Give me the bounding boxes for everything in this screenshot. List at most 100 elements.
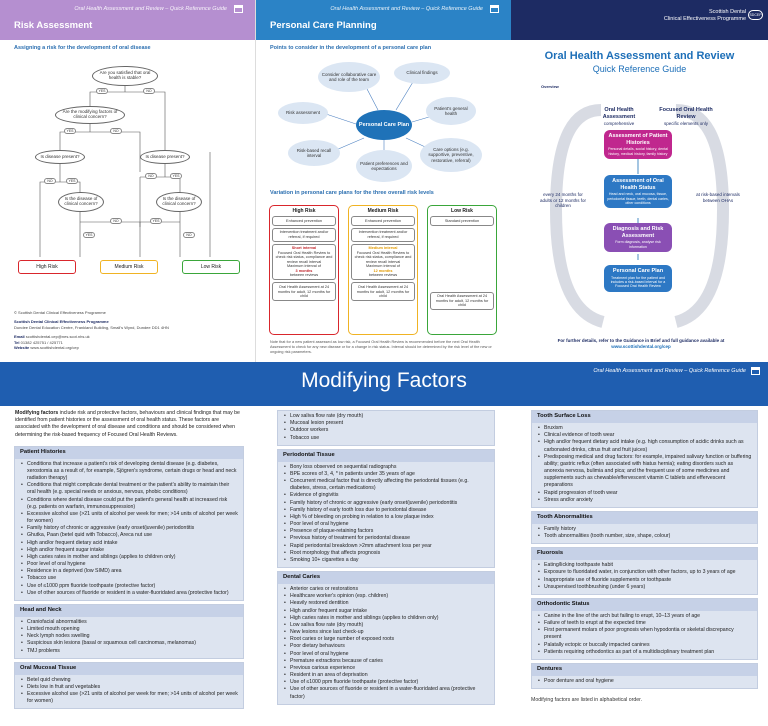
section-title: Patient Histories	[15, 446, 243, 459]
low-risk-column: Low Risk Standard prevention Oral Health…	[427, 205, 497, 335]
yes-label: YES	[64, 128, 76, 134]
factors-column-1: Modifying factors include risk and prote…	[14, 410, 244, 712]
section-head-and-neck: Head and NeckCraniofacial abnormalitiesL…	[14, 603, 244, 659]
factor-item: Clinical evidence of tooth wear	[537, 432, 752, 439]
home-icon[interactable]	[234, 5, 243, 13]
section-title: Orthodontic Status	[532, 598, 757, 611]
factor-item: High % of bleeding on probing in relatio…	[283, 514, 489, 521]
modifying-factors-title: Modifying Factors	[301, 369, 467, 392]
interval-max: Maximum interval of	[366, 264, 400, 269]
factor-item: Concurrent medical factor that is direct…	[283, 478, 489, 492]
email-link[interactable]: scottishdental.cep@nes.scot.nhs.uk	[25, 334, 90, 340]
factor-item: Healthcare worker's opinion (esp. childr…	[283, 593, 489, 600]
brand-name: Scottish Dental Clinical Effectiveness P…	[664, 9, 746, 23]
recall-box: Oral Health Assessment at 24 months for …	[351, 282, 415, 302]
yes-label: YES	[83, 232, 95, 238]
section-title: Periodontal Tissue	[278, 449, 494, 462]
factor-item: Use of ≤1000 ppm fluoride toothpaste (pr…	[20, 583, 238, 590]
factor-item: First permanent molars of poor prognosis…	[537, 627, 752, 641]
care-plan-diagram: Consider collaborative care and role of …	[256, 52, 511, 187]
oha-title: Oral Health Assessment	[602, 107, 636, 120]
web-link[interactable]: www.scottishdental.org/cep	[30, 344, 79, 350]
risk-assessment-panel: Oral Health Assessment and Review – Quic…	[0, 0, 255, 362]
interval-max-value: 12 months	[373, 268, 393, 273]
factor-item: Craniofacial abnormalities	[20, 619, 238, 626]
section-oral-mucosal-tissue: Oral Mucosal TissueBetel quid chewingDie…	[14, 661, 244, 710]
factor-item: High caries rates in mother and siblings…	[283, 615, 489, 622]
risk-flowchart: Are you satisfied that oral health is st…	[0, 62, 255, 292]
panel-title: Risk Assessment	[14, 20, 93, 31]
section-dental-caries: Dental CariesAnterior caries or restorat…	[277, 571, 495, 705]
cover-title: Oral Health Assessment and Review	[544, 50, 735, 62]
overview-label: Overview	[541, 84, 559, 89]
column-heading: Low Risk	[451, 208, 473, 214]
factor-item: Anterior caries or restorations	[283, 586, 489, 593]
section-title: Fluorosis	[532, 548, 757, 561]
factor-item: BPE scores of 3, 4, * in patients under …	[283, 471, 489, 478]
factor-item: Patients requiring orthodontics as part …	[537, 649, 752, 656]
column-heading: Medium Risk	[367, 208, 399, 214]
review-interval-box: Medium interval Focused Oral Health Revi…	[351, 243, 415, 281]
factor-list: Canine in the line of the arch but faili…	[532, 611, 757, 659]
column-heading: High Risk	[292, 208, 316, 214]
bubble-patient-preferences: Patient preferences and expectations	[356, 150, 412, 182]
box-title: Assessment of Patient Histories	[608, 133, 668, 146]
box-title: Assessment of Oral Health Status	[612, 178, 664, 191]
factor-item: Excessive alcohol use (>21 units of alco…	[20, 691, 238, 705]
cover-panel: Scottish Dental Clinical Effectiveness P…	[511, 0, 768, 362]
high-risk-column: High Risk Enhanced prevention Interventi…	[269, 205, 339, 335]
continued-list: Low saliva flow rate (dry mouth)Mucosal …	[278, 411, 494, 445]
brand-line-1: Scottish Dental	[709, 9, 746, 15]
box-body: Head and neck, oral mucosa, tissue, peri…	[607, 192, 669, 205]
section-title: Tooth Surface Loss	[532, 411, 757, 423]
sdcep-logo: SDCEP	[748, 10, 763, 20]
factor-item: Bony loss observed on sequential radiogr…	[283, 464, 489, 471]
oral-mucosal-continued: Low saliva flow rate (dry mouth)Mucosal …	[277, 410, 495, 446]
bubble-risk-assessment: Risk assessment	[278, 102, 328, 124]
box-patient-histories: Assessment of Patient Histories Personal…	[604, 130, 672, 159]
factor-item: Mucosal lesion present	[283, 420, 489, 427]
oha-sub: comprehensive	[603, 120, 635, 126]
box-diagnosis-risk: Diagnosis and Risk Assessment Form diagn…	[604, 223, 672, 252]
interval-tail: between reviews	[368, 273, 398, 278]
bubble-clinical-findings: Clinical findings	[394, 62, 450, 84]
home-icon[interactable]	[751, 367, 760, 375]
factor-item: Betel quid chewing	[20, 677, 238, 684]
oha-label: Oral Health Assessment comprehensive	[589, 107, 649, 126]
section-title: Tooth Abnormalities	[532, 511, 757, 524]
factor-item: Canine in the line of the arch but faili…	[537, 613, 752, 620]
factor-item: Eating/licking toothpaste habit	[537, 562, 752, 569]
factor-item: Poor level of oral hygiene	[20, 561, 238, 568]
factor-item: High and/or frequent sugar intake	[20, 547, 238, 554]
high-risk-box: High Risk	[18, 260, 76, 274]
low-risk-box: Low Risk	[182, 260, 240, 274]
modifying-factors-header: Oral Health Assessment and Review – Quic…	[0, 362, 768, 406]
interval-heading: Short interval	[291, 246, 317, 251]
factor-item: Family history of early tooth loss due t…	[283, 507, 489, 514]
box-personal-care-plan: Personal Care Plan Treatment plan for th…	[604, 265, 672, 292]
factor-item: High caries rates in mother and siblings…	[20, 554, 238, 561]
factor-item: Exposure to fluoridated water, in conjun…	[537, 569, 752, 576]
yes-label: YES	[96, 88, 108, 94]
box-title: Personal Care Plan	[612, 268, 664, 274]
question-disease-present-right: Is disease present?	[140, 150, 190, 164]
factor-item: Low saliva flow rate (dry mouth)	[283, 413, 489, 420]
cover-footer: For further details, refer to the Guidan…	[531, 338, 751, 350]
box-title: Diagnosis and Risk Assessment	[612, 226, 664, 239]
section-periodontal-tissue: Periodontal TissueBony loss observed on …	[277, 448, 495, 569]
plan-item: Enhanced prevention	[351, 216, 415, 226]
factor-item: Family history	[537, 526, 752, 533]
factor-item: Rapid progression of tooth wear	[537, 490, 752, 497]
footer-link[interactable]: www.scottishdental.org/cep	[611, 344, 671, 350]
factor-item: Tobacco use	[283, 435, 489, 442]
factor-item: Heavily restored dentition	[283, 600, 489, 607]
flowchart-connectors	[39, 84, 211, 257]
factor-item: Poor dietary behaviours	[283, 643, 489, 650]
yes-label: YES	[150, 218, 162, 224]
yes-label: YES	[66, 178, 78, 184]
recall-box: Oral Health Assessment at 24 months for …	[430, 291, 494, 311]
contact-footer: © Scottish Dental Clinical Effectiveness…	[14, 310, 244, 350]
risk-assessment-header: Oral Health Assessment and Review – Quic…	[0, 0, 255, 40]
home-icon[interactable]	[490, 5, 499, 13]
no-label: NO	[44, 178, 56, 184]
